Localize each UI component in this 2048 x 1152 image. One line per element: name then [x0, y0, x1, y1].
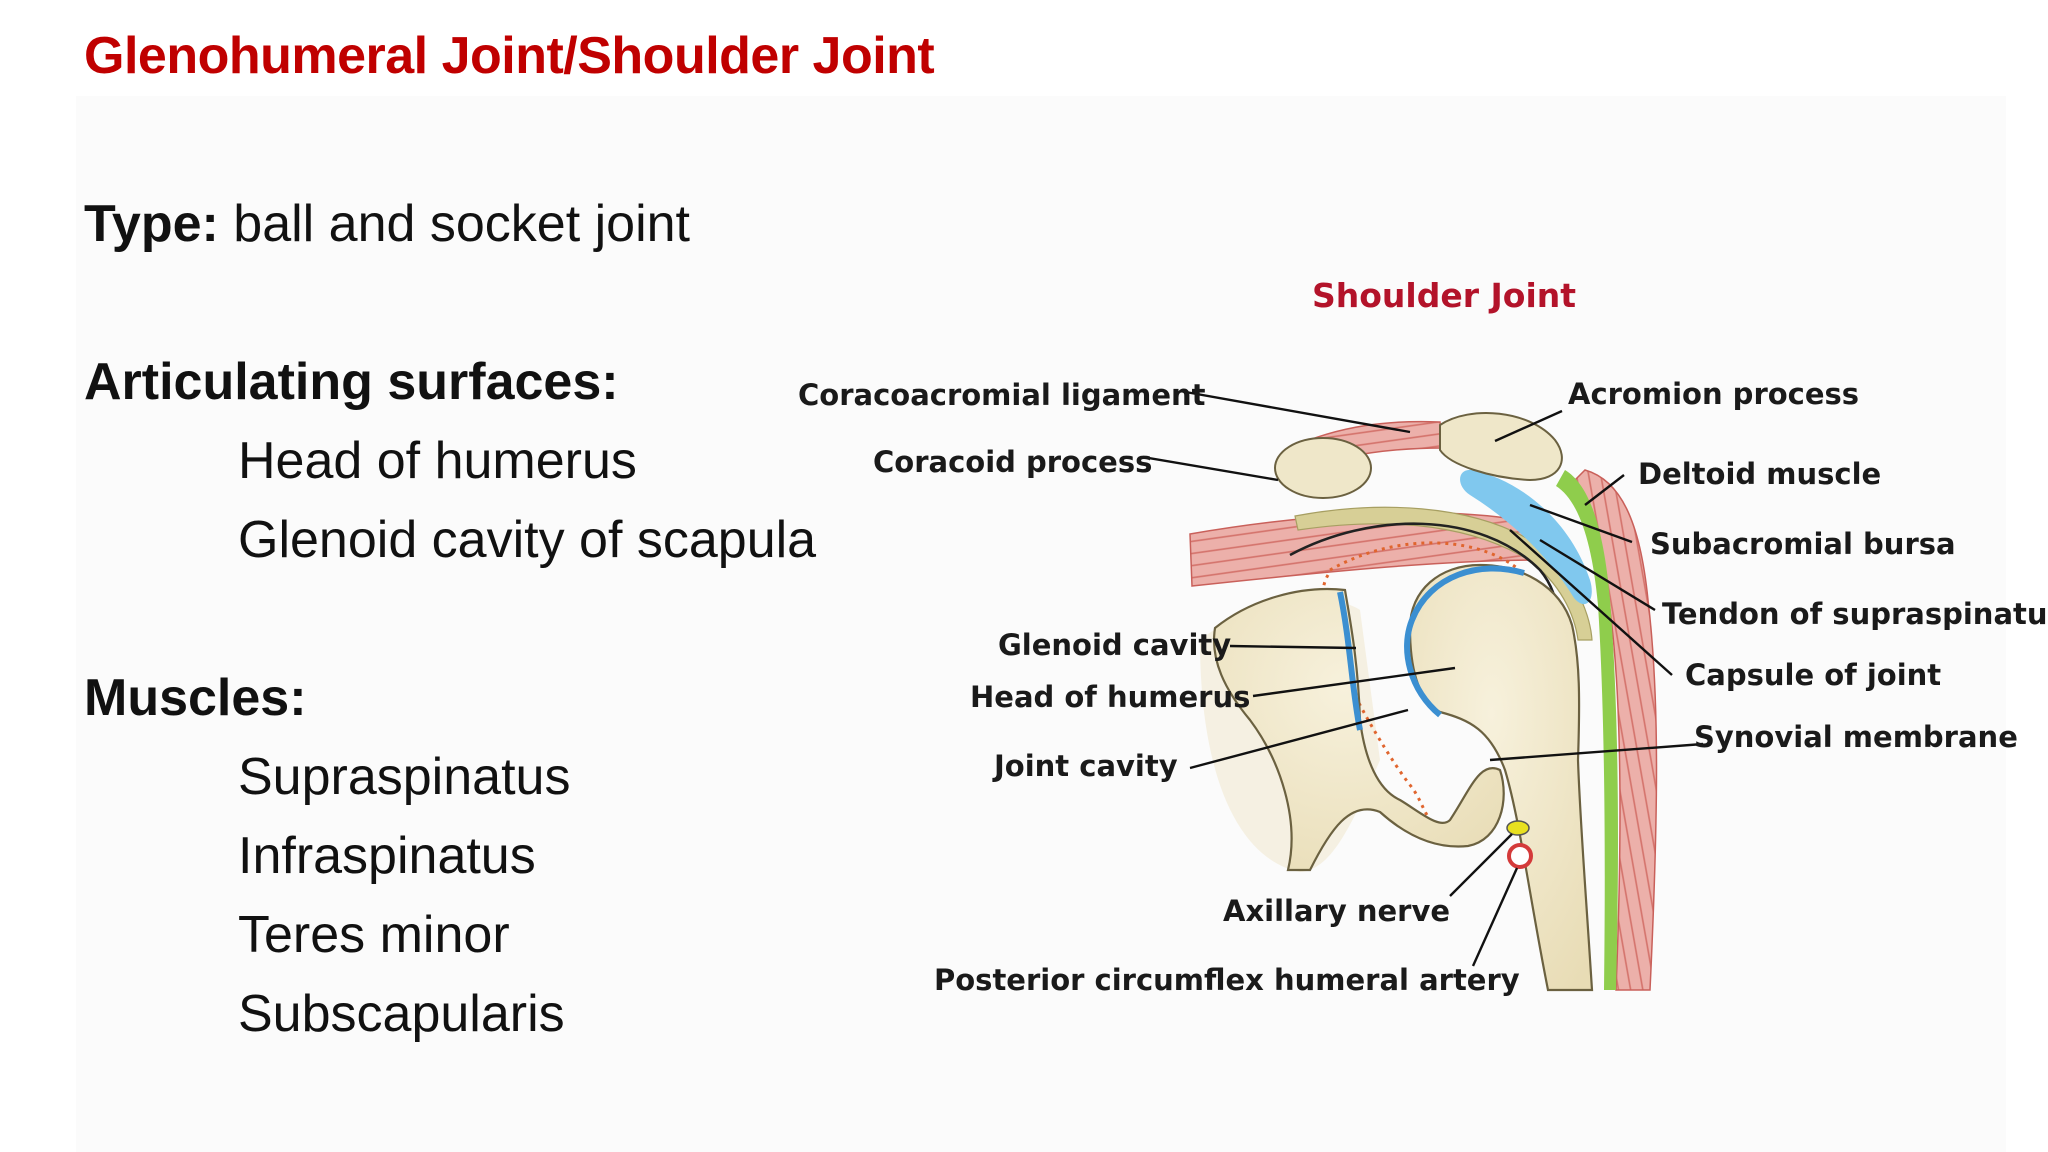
muscle-item: Subscapularis	[238, 985, 565, 1043]
slide-title: Glenohumeral Joint/Shoulder Joint	[84, 27, 935, 85]
leader-glenoid	[1229, 644, 1357, 650]
leader-synovial	[1489, 742, 1704, 762]
leader-deltoid	[1584, 474, 1625, 506]
diagram-title: Shoulder Joint	[1312, 276, 1576, 315]
glenoid-cartilage	[1337, 591, 1363, 731]
type-row: Type: ball and socket joint	[84, 185, 816, 264]
articulating-heading: Articulating surfaces:	[84, 353, 619, 411]
leader-coracoid	[1142, 455, 1279, 482]
muscle-item: Infraspinatus	[238, 827, 536, 885]
label-head-of-humerus: Head of humerus	[970, 680, 1250, 714]
label-deltoid-muscle: Deltoid muscle	[1638, 457, 1881, 491]
slide-body: Type: ball and socket joint Articulating…	[84, 185, 816, 1054]
axillary-nerve-marker	[1506, 820, 1530, 836]
muscles-heading: Muscles:	[84, 669, 307, 727]
label-synovial-membrane: Synovial membrane	[1694, 720, 2018, 754]
label-glenoid-cavity: Glenoid cavity	[998, 628, 1231, 662]
articulating-item: Glenoid cavity of scapula	[238, 511, 817, 569]
label-coracoacromial-ligament: Coracoacromial ligament	[798, 378, 1206, 412]
leader-capsule	[1509, 529, 1673, 676]
coracoid-process	[1274, 437, 1372, 499]
label-acromion-process: Acromion process	[1568, 377, 1859, 411]
leader-artery	[1471, 867, 1519, 967]
subacromial-bursa	[1460, 469, 1592, 605]
leader-coracoacromial	[1179, 389, 1411, 434]
leader-joint-cavity	[1189, 708, 1409, 770]
deltoid-band	[1556, 470, 1618, 990]
leader-bursa	[1529, 503, 1633, 544]
acromion-process	[1439, 412, 1563, 482]
supraspinatus-tendon	[1294, 506, 1593, 641]
label-joint-cavity: Joint cavity	[992, 749, 1178, 783]
articulating-item: Head of humerus	[238, 432, 637, 490]
label-axillary-nerve: Axillary nerve	[1223, 894, 1450, 928]
artery-marker	[1507, 843, 1533, 869]
label-capsule-of-joint: Capsule of joint	[1685, 658, 1941, 692]
muscle-item: Teres minor	[238, 906, 510, 964]
leader-nerve	[1449, 833, 1513, 897]
label-tendon-of-supraspinatus: Tendon of supraspinatus	[1662, 597, 2048, 631]
type-value: ball and socket joint	[218, 195, 691, 253]
slide-background	[76, 96, 2006, 1152]
label-posterior-circumflex-humeral-artery: Posterior circumflex humeral artery	[934, 963, 1520, 997]
leader-acromion	[1494, 409, 1563, 443]
leader-tendon	[1539, 538, 1656, 612]
leader-head	[1252, 666, 1456, 698]
type-label: Type:	[84, 195, 219, 253]
label-subacromial-bursa: Subacromial bursa	[1650, 527, 1956, 561]
muscle-item: Supraspinatus	[238, 748, 571, 806]
label-coracoid-process: Coracoid process	[873, 445, 1152, 479]
humeral-cartilage	[1404, 565, 1525, 718]
